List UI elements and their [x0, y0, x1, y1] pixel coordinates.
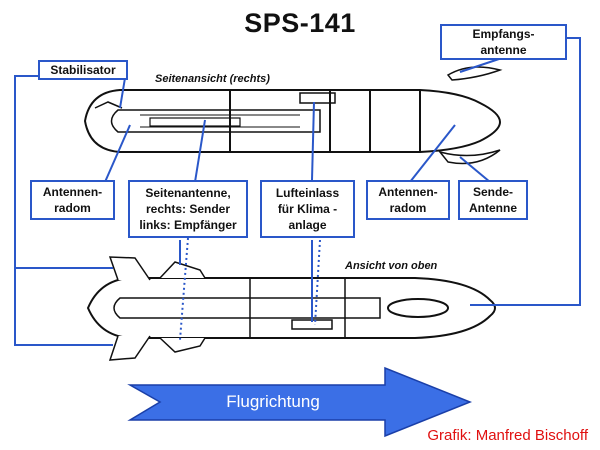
page-title: SPS-141 — [244, 8, 356, 38]
label-empfangsantenne: Empfangs- antenne — [440, 24, 567, 60]
connector-lines — [14, 37, 581, 346]
credit-text: Grafik: Manfred Bischoff — [427, 427, 588, 444]
flight-direction-arrow — [127, 366, 473, 438]
label-stabilisator: Stabilisator — [38, 60, 128, 80]
label-seitenantenne: Seitenantenne, rechts: Sender links: Emp… — [128, 180, 248, 238]
label-sendeantenne: Sende- Antenne — [458, 180, 528, 220]
label-antennenradom-left: Antennen- radom — [30, 180, 115, 220]
label-lufteinlass: Lufteinlass für Klima - anlage — [260, 180, 355, 238]
side-view-label: Seitenansicht (rechts) — [155, 73, 270, 85]
top-view-label: Ansicht von oben — [345, 260, 438, 272]
flight-direction-label: Flugrichtung — [226, 392, 320, 411]
label-antennenradom-right: Antennen- radom — [366, 180, 450, 220]
side-view-pod — [83, 66, 503, 165]
top-view-pod — [86, 256, 496, 361]
